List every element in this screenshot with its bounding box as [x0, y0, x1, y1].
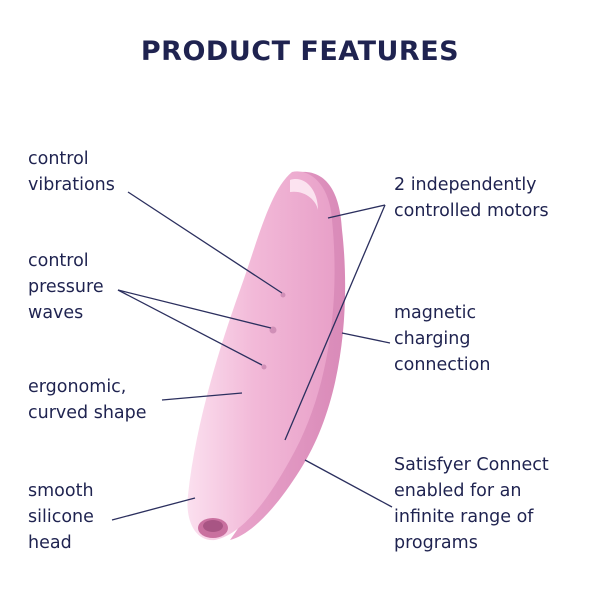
leader-lines: [111, 191, 393, 521]
label-motors: 2 independently controlled motors: [394, 175, 549, 221]
line-silicone-head: [111, 497, 196, 521]
label-control-vibrations: control vibrations: [28, 149, 115, 195]
label-magnetic-charging: magnetic charging connection: [394, 303, 491, 375]
line-pressure-2: [117, 289, 263, 366]
line-pressure-1: [117, 289, 272, 329]
label-control-pressure-waves: control pressure waves: [28, 251, 104, 323]
line-vibrations: [127, 191, 283, 294]
line-connect: [304, 459, 393, 508]
page-title: PRODUCT FEATURES: [140, 36, 460, 67]
line-ergonomic: [161, 392, 243, 401]
label-ergonomic-shape: ergonomic, curved shape: [28, 377, 147, 423]
label-silicone-head: smooth silicone head: [28, 481, 94, 553]
label-satisfyer-connect: Satisfyer Connect enabled for an infinit…: [394, 455, 549, 553]
mode-button: [261, 364, 267, 370]
product-body: [187, 171, 335, 541]
line-motors-2: [284, 204, 386, 441]
line-magnetic: [341, 332, 391, 344]
pressure-button: [269, 326, 277, 334]
vibration-button: [280, 292, 286, 298]
line-motors-1: [327, 204, 386, 219]
product-highlight: [290, 179, 318, 210]
